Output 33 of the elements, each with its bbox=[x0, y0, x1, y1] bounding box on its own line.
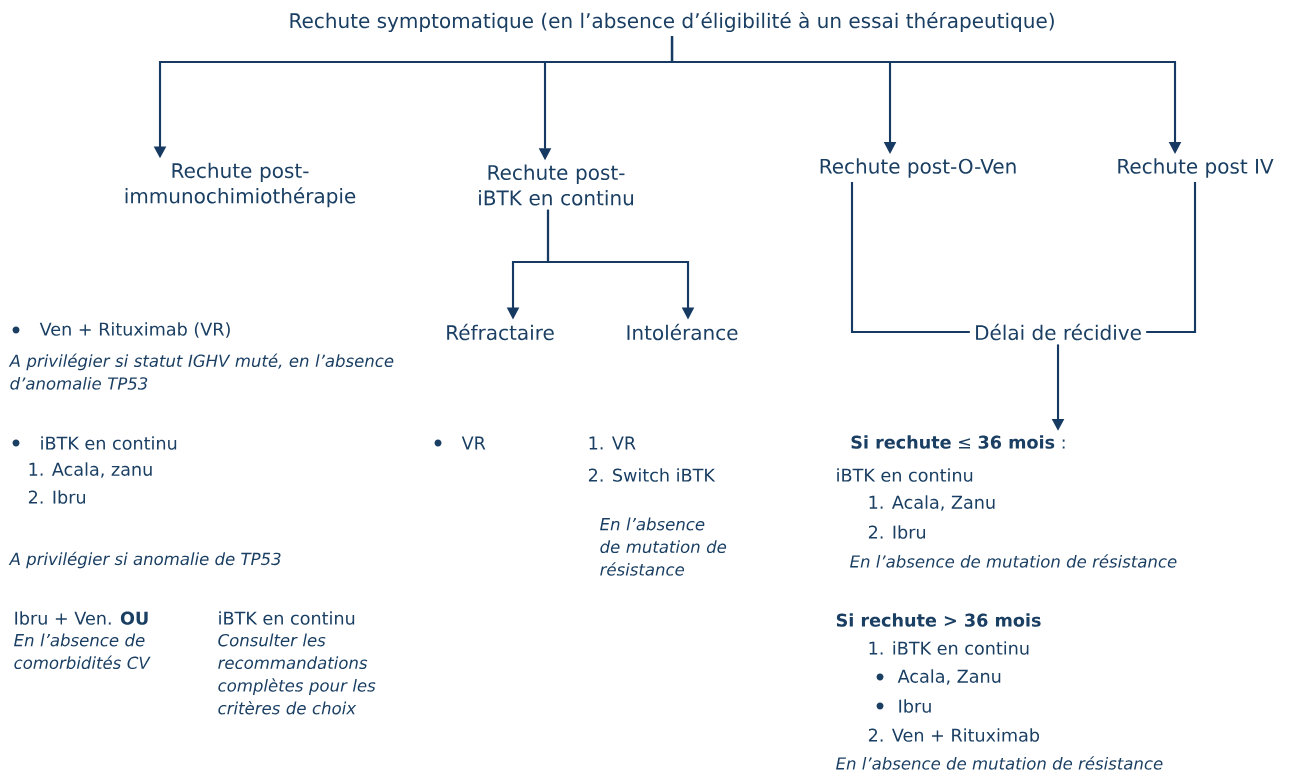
treatment-text: 2. Ven + Rituximab bbox=[868, 728, 1040, 742]
branch-heading: Délai de récidive bbox=[976, 323, 1141, 341]
treatment-text: 1. Acala, Zanu bbox=[869, 495, 995, 511]
title-text: Rechute symptomatique (en l’absence d’éligibilité à un essai thérapeutique) bbox=[290, 11, 1054, 33]
treatment-text: iBTK en continu bbox=[837, 468, 973, 482]
note-text: En l’absence de comorbidités CV bbox=[14, 633, 151, 670]
note-text: En l’absence de mutation de résistance bbox=[600, 517, 727, 576]
treatment-text: Ibru bbox=[899, 699, 931, 713]
treatment-text: Acala, Zanu bbox=[897, 669, 1001, 685]
treatment-text: 2. Ibru bbox=[868, 525, 925, 539]
treatment-text: Ibru + Ven. OU bbox=[15, 611, 148, 625]
treatment-text: 2. Switch iBTK bbox=[588, 468, 716, 482]
treatment-text: VR bbox=[461, 436, 486, 450]
note-text: En l’absence de mutation de résistance bbox=[836, 756, 1163, 770]
treatment-text: iBTK en continu bbox=[219, 611, 355, 625]
branch-heading: Rechute post IV bbox=[1118, 158, 1274, 178]
treatment-text: 1. iBTK en continu bbox=[869, 641, 1029, 655]
note-text: A privilégier si statut IGHV muté, en l’absence d’anomalie TP53 bbox=[8, 353, 394, 390]
treatment-text: 1. Acala, zanu bbox=[29, 462, 152, 478]
branch-heading: Rechute post-iBTK en continu bbox=[479, 164, 633, 206]
treatment-text: iBTK en continu bbox=[41, 436, 177, 450]
condition-text: Si rechute > 36 mois bbox=[836, 613, 1041, 627]
branch-heading: Rechute post-O-Ven bbox=[820, 158, 1016, 178]
condition-text: Si rechute ≤ 36 mois : bbox=[851, 435, 1065, 449]
note-text: Consulter les recommandations complètes pour les critères de choix bbox=[218, 633, 376, 715]
treatment-text: 1. VR bbox=[589, 436, 636, 450]
treatment-text: 2. Ibru bbox=[28, 490, 85, 504]
treatment-text: Ven + Rituximab (VR) bbox=[39, 322, 230, 338]
branch-heading: Intolérance bbox=[627, 323, 738, 341]
note-text: A privilégier si anomalie de TP53 bbox=[8, 551, 281, 569]
note-text: En l’absence de mutation de résistance bbox=[850, 554, 1177, 568]
branch-heading: Réfractaire bbox=[447, 323, 554, 341]
branch-heading: Rechute post-immunochimiothérapie bbox=[125, 162, 356, 208]
